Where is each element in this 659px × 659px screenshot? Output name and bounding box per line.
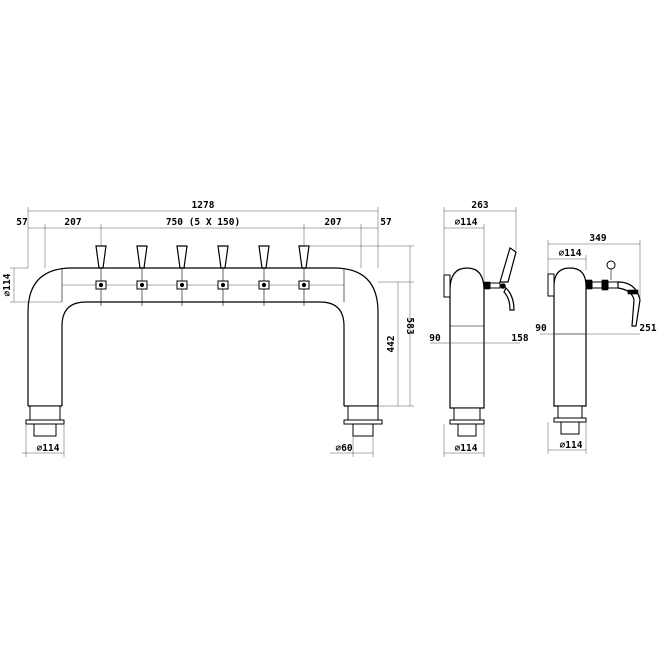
tap-3 [176,245,188,306]
tap-handle [136,245,148,269]
side2-foot-collar [557,405,583,419]
dim-tap-span: 750 (5 X 150) [166,217,240,228]
side2-dim-base-diameter: ⌀114 [560,440,583,451]
side2-dim-tap-height-left: 90 [535,323,547,334]
tap-2 [136,245,148,306]
side2-dim-tap-projection: 251 [639,323,656,334]
side2-tap-knob [606,260,616,270]
dim-tube-diameter: ⌀114 [2,273,13,296]
side2-tap [585,260,641,327]
front-dimensions [10,207,414,457]
tap-handle [95,245,107,269]
side1-foot-collar [453,407,481,421]
side2-tap-spout [617,281,641,327]
side1-tap-handle [499,247,517,283]
side-view-1: 263 ⌀114 90 158 ⌀114 [429,200,529,457]
side1-foot-flange [449,419,485,425]
dim-drain-diameter: ⌀60 [335,443,352,454]
left-foot-pipe [33,423,57,437]
side1-dim-tube-diameter: ⌀114 [455,217,478,228]
side1-back-cap [443,274,451,298]
dim-height-total: 583 [404,317,415,334]
tap-6 [298,245,310,306]
dim-left-tap-offset: 207 [64,217,81,228]
tap-handle [176,245,188,269]
side2-tower-outline [553,267,587,407]
dim-right-tap-offset: 207 [324,217,341,228]
dim-base-diameter: ⌀114 [37,443,60,454]
side1-tap-spout [503,286,515,311]
right-foot-collar [347,405,379,421]
right-foot-pipe [352,423,374,437]
tap-4 [217,245,229,306]
side1-dim-base-diameter: ⌀114 [455,443,478,454]
side1-tower-outline [449,267,485,409]
dim-height-column: 442 [386,335,397,352]
tap-handle [217,245,229,269]
dim-overall-width: 1278 [192,200,215,211]
side1-tap [483,247,517,311]
tower-outline-outer [27,267,379,406]
side2-foot-flange [553,417,587,423]
tap-handle [258,245,270,269]
front-view: 1278 750 (5 X 150) 57 57 207 207 ⌀114 58… [2,200,415,457]
left-foot-flange [25,419,65,425]
side1-dim-overall-depth: 263 [471,200,488,211]
tower-outline-inner [61,301,345,406]
side2-dim-tube-diameter: ⌀114 [559,248,582,259]
left-foot-collar [29,405,61,421]
tap-handle [298,245,310,269]
side2-dimensions [540,240,641,454]
right-foot-flange [343,419,383,425]
side-view-2: 349 ⌀114 90 251 ⌀114 [535,233,657,454]
dim-right-edge-offset: 57 [380,217,391,228]
side1-dimensions [430,207,520,457]
side2-foot-pipe [560,421,580,435]
side2-dim-overall-depth: 349 [589,233,606,244]
side1-dim-tap-height-right: 158 [511,333,528,344]
side1-foot-pipe [457,423,477,437]
tap-5 [258,245,270,306]
side2-back-cap [547,273,555,297]
side1-dim-tap-height-left: 90 [429,333,441,344]
tap-1 [95,245,107,306]
dim-left-edge-offset: 57 [16,217,27,228]
